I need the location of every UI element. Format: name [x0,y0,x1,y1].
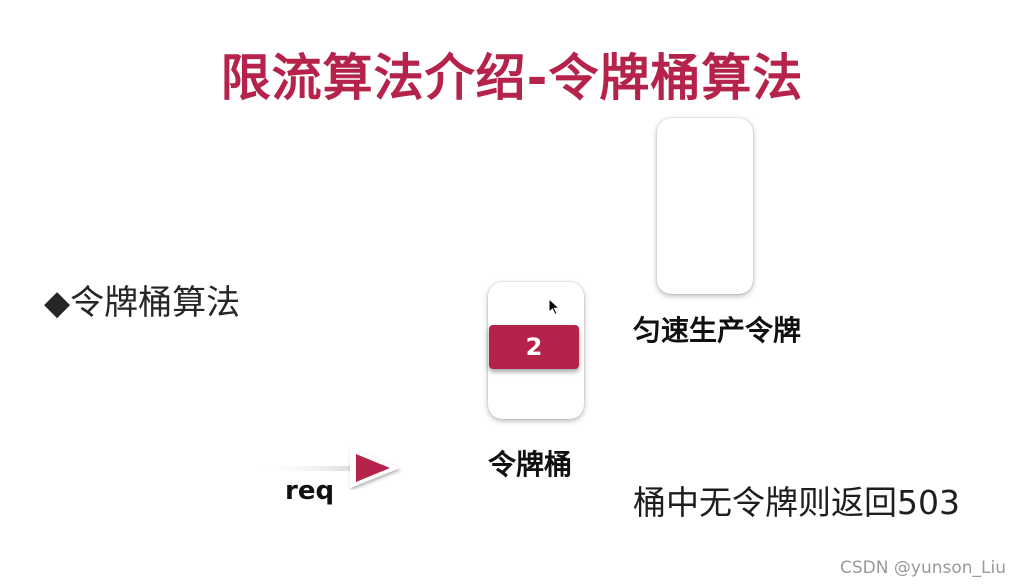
mouse-cursor-icon [548,298,560,316]
bullet-item: ◆令牌桶算法 [44,275,240,324]
token-producer-box [657,118,753,294]
bullet-text: 令牌桶算法 [70,283,241,323]
token-bucket-label: 令牌桶 [488,448,573,481]
slide-title: 限流算法介绍-令牌桶算法 [220,49,804,107]
request-label: req [285,476,335,506]
diamond-bullet-icon: ◆ [44,283,71,323]
watermark: CSDN @yunson_Liu [840,558,1006,578]
request-arrow-icon [252,448,400,488]
empty-bucket-note: 桶中无令牌则返回503 [633,483,960,522]
token-card: 2 [489,325,579,369]
token-producer-label: 匀速生产令牌 [633,314,802,347]
